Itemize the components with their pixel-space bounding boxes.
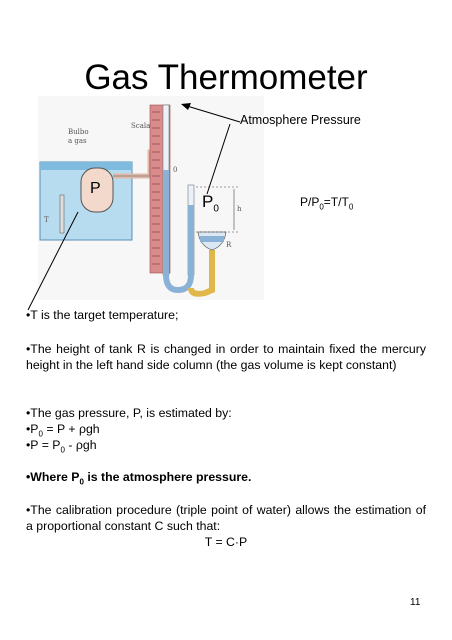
h-label: h — [237, 205, 242, 213]
thermometer-t — [59, 194, 65, 234]
p0-label: P0 — [202, 192, 219, 215]
u-bend — [163, 274, 194, 294]
paragraph-gas-pressure: •The gas pressure, P, is estimated by: — [26, 406, 232, 420]
equation-p0: •P0 = P + ρgh — [26, 422, 100, 439]
equation-t-cp: T = C·P — [204, 535, 248, 549]
left-mercury — [163, 170, 169, 275]
right-mercury — [188, 205, 194, 275]
p-label: P — [90, 180, 101, 197]
thermometer-figure: Bulbo a gas Scala 0 h R T P P0 Atmospher… — [27, 103, 361, 311]
equation-p: •P = P0 - ρgh — [26, 438, 97, 455]
atmosphere-pressure-label: Atmosphere Pressure — [240, 113, 361, 127]
scala-label: Scala — [131, 122, 151, 130]
atm-arrowhead — [181, 103, 191, 110]
r-label: R — [226, 241, 232, 249]
zero-label: 0 — [173, 166, 178, 174]
paragraph-where-p0: •Where P0 is the atmosphere pressure. — [26, 470, 252, 487]
page-title: Gas Thermometer — [84, 58, 368, 97]
t-pointer-line — [27, 211, 79, 311]
atm-arrow-line — [186, 105, 241, 123]
thermometer-diagram — [27, 103, 241, 311]
height-marker — [196, 186, 240, 233]
paragraph-tank-height: •The height of tank R is changed in orde… — [26, 342, 426, 372]
paragraph-calibration: •The calibration procedure (triple point… — [26, 503, 426, 533]
p0-arrow — [206, 123, 231, 195]
t-label: T — [44, 216, 49, 224]
page-number: 11 — [410, 597, 421, 608]
reservoir-mercury — [200, 236, 224, 242]
scale-ticks — [152, 111, 160, 265]
bulbo-label: Bulbo — [68, 128, 89, 136]
gas-bulb — [80, 167, 114, 213]
paragraph-target-temp: •T is the target temperature; — [26, 308, 179, 322]
ratio-equation: P/P0=T/T0 — [300, 195, 354, 212]
water-surface — [40, 162, 132, 170]
agas-label: a gas — [68, 137, 87, 145]
flex-tube — [188, 250, 215, 297]
